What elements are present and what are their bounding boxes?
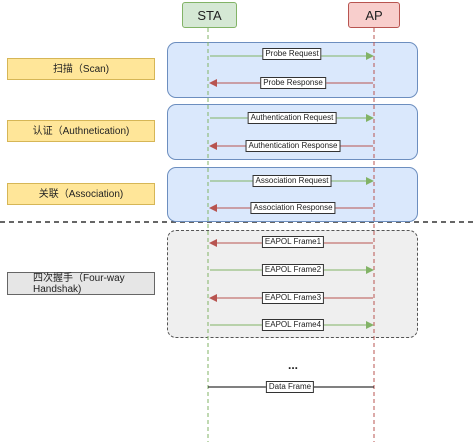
handshake-stage-text: 四次握手（Four-way Handshak) (33, 272, 125, 295)
data-frame-label: Data Frame (265, 381, 315, 393)
auth-response-label: Authentication Response (245, 140, 341, 152)
scan-stage-label: 扫描（Scan) (7, 58, 155, 80)
assoc-request-label: Association Request (252, 175, 332, 187)
ellipsis-marker: ... (287, 358, 299, 372)
assoc-response-label: Association Response (250, 202, 336, 214)
ap-actor-label: AP (365, 7, 383, 23)
auth-stage-label: 认证（Authnetication) (7, 120, 155, 142)
scan-stage-text: 扫描（Scan) (52, 63, 110, 75)
auth-stage-text: 认证（Authnetication) (32, 125, 130, 137)
assoc-stage-text: 关联（Association) (38, 188, 124, 200)
sta-actor-label: STA (197, 7, 222, 23)
probe-response-label: Probe Response (260, 77, 326, 89)
probe-request-label: Probe Request (262, 48, 322, 60)
eapol2-label: EAPOL Frame2 (261, 264, 325, 276)
assoc-stage-label: 关联（Association) (7, 183, 155, 205)
eapol1-label: EAPOL Frame1 (261, 236, 325, 248)
sta-actor: STA (182, 2, 237, 28)
ap-actor: AP (348, 2, 400, 28)
eapol4-label: EAPOL Frame4 (261, 319, 325, 331)
handshake-stage-label: 四次握手（Four-way Handshak) (7, 272, 155, 295)
eapol3-label: EAPOL Frame3 (261, 292, 325, 304)
auth-request-label: Authentication Request (247, 112, 337, 124)
handshake-phase-box (167, 230, 418, 338)
